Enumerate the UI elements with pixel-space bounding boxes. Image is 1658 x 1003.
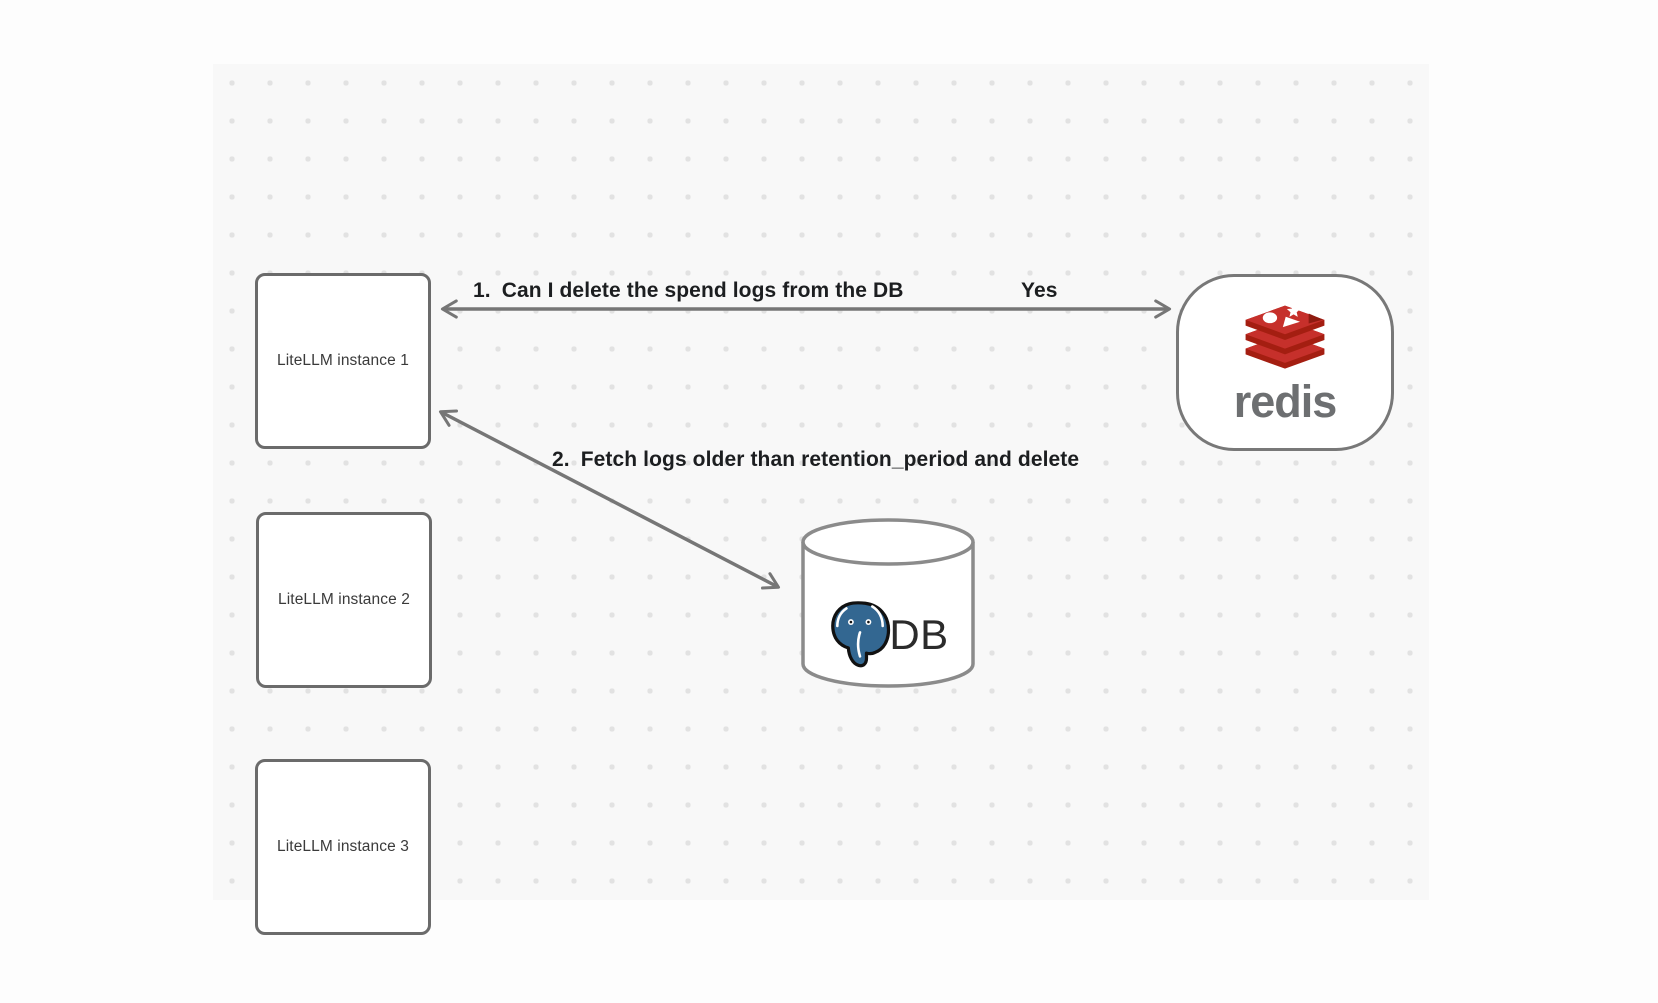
arrow2-number: 2. [552, 448, 570, 471]
arrow1-reply-label: Yes [1021, 279, 1058, 303]
redis-cube-stack-icon [1245, 303, 1325, 369]
node-litellm-instance-2[interactable]: LiteLLM instance 2 [256, 512, 432, 688]
db-label: DB [889, 610, 949, 658]
arrow1-label: 1. Can I delete the spend logs from the D… [473, 279, 904, 303]
arrow1-reply-text: Yes [1021, 279, 1058, 302]
arrow2-text: Fetch logs older than retention_period a… [580, 448, 1080, 471]
arrow2-label: 2. Fetch logs older than retention_period… [552, 448, 1079, 472]
redis-wordmark: redis [1233, 375, 1338, 427]
arrow1-number: 1. [473, 279, 491, 302]
node-label: LiteLLM instance 3 [277, 838, 409, 855]
node-litellm-instance-1[interactable]: LiteLLM instance 1 [255, 273, 431, 449]
node-litellm-instance-3[interactable]: LiteLLM instance 3 [255, 759, 431, 935]
postgresql-elephant-icon [831, 600, 891, 667]
node-database[interactable]: DB [799, 516, 977, 691]
node-redis[interactable]: redis [1176, 274, 1394, 451]
cylinder-shape [801, 518, 975, 688]
arrow1-text: Can I delete the spend logs from the DB [501, 279, 904, 302]
node-label: LiteLLM instance 2 [278, 591, 410, 608]
arrow-instance1-to-db[interactable] [438, 409, 781, 590]
node-label: LiteLLM instance 1 [277, 352, 409, 369]
